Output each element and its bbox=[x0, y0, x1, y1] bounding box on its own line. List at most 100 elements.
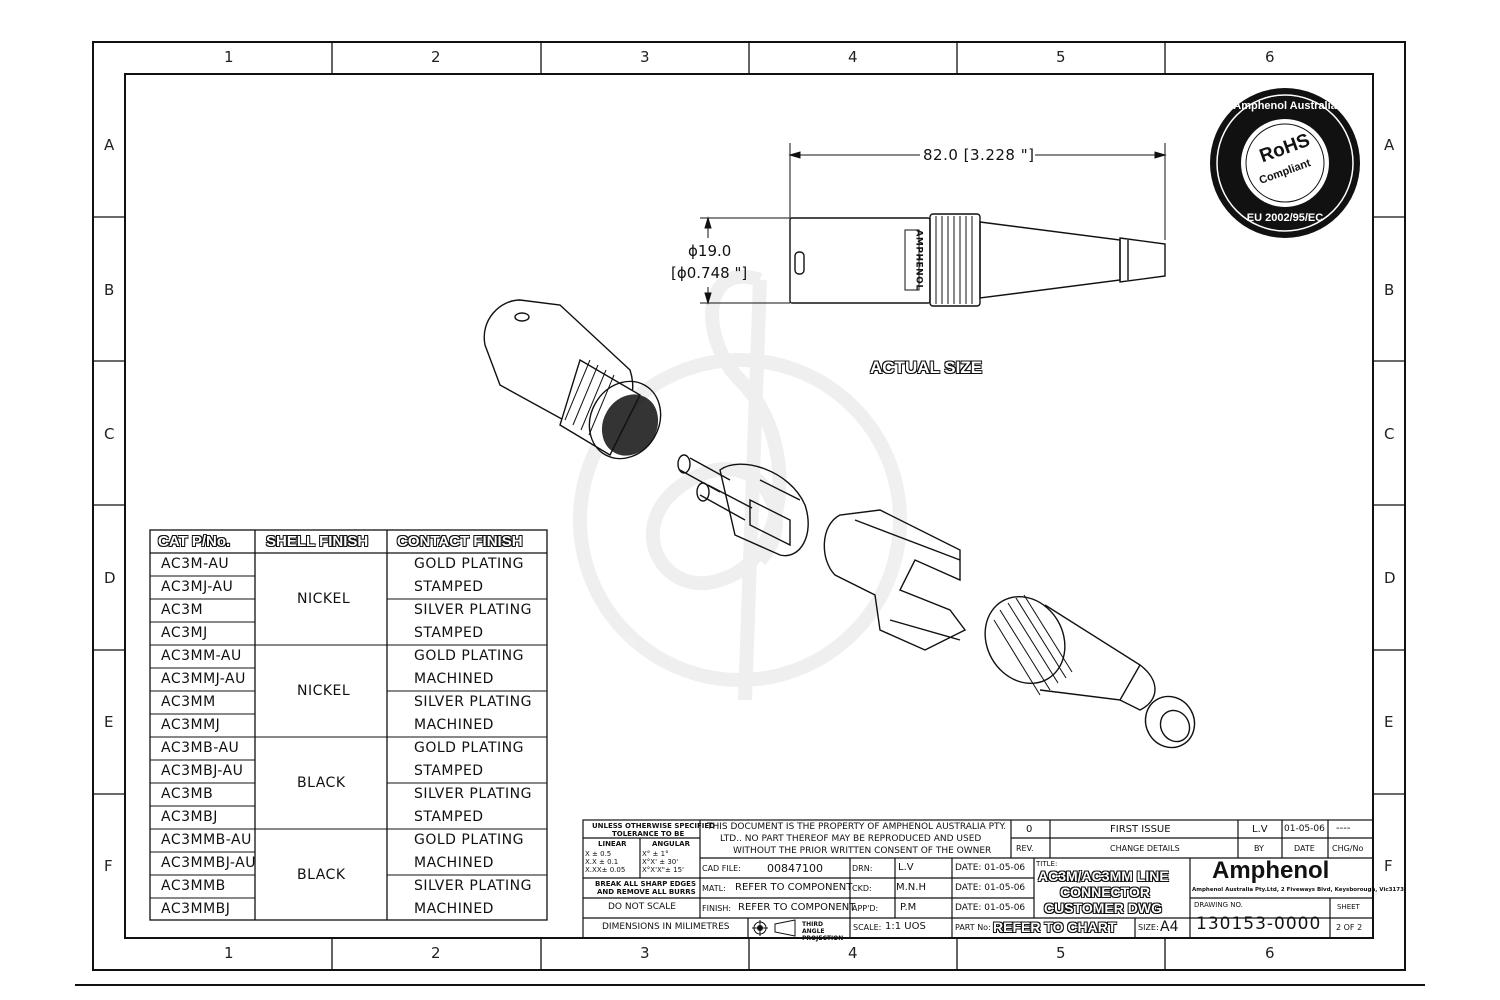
contact-finish-cell: GOLD PLATING bbox=[414, 648, 524, 664]
zone-col-6-bottom: 6 bbox=[1265, 944, 1275, 962]
drn-label: DRN: bbox=[852, 864, 873, 873]
part-no-label: PART No: bbox=[955, 923, 991, 932]
part-number-cell: AC3MMBJ bbox=[161, 901, 231, 917]
change-details: CHANGE DETAILS bbox=[1110, 844, 1180, 853]
date-label: DATE bbox=[1294, 844, 1315, 853]
shell-finish-cell: BLACK bbox=[297, 775, 346, 791]
by-label: BY bbox=[1254, 844, 1264, 853]
zone-row-d-right: D bbox=[1384, 569, 1396, 587]
title-block-grid bbox=[582, 819, 1374, 939]
part-number-cell: AC3MM-AU bbox=[161, 648, 242, 664]
date-value: 01-05-06 bbox=[1284, 824, 1325, 834]
date-ckd: DATE: 01-05-06 bbox=[955, 883, 1026, 893]
contact-finish-cell: SILVER PLATING bbox=[414, 878, 532, 894]
company-logo: Amphenol bbox=[1212, 857, 1330, 884]
zone-row-c-left: C bbox=[104, 425, 115, 443]
title-line-2: CONNECTOR bbox=[1060, 884, 1150, 900]
zone-row-c-right: C bbox=[1384, 425, 1395, 443]
contact-finish-cell: SILVER PLATING bbox=[414, 694, 532, 710]
tol-angular-2: X°X' ± 30' bbox=[642, 858, 679, 866]
sheet: 2 OF 2 bbox=[1336, 923, 1363, 932]
table-header-cat: CAT P/No. bbox=[158, 533, 231, 550]
part-number-cell: AC3MMJ-AU bbox=[161, 671, 246, 687]
tol-linear-3: X.XX± 0.05 bbox=[585, 866, 626, 874]
chg-value: ---- bbox=[1336, 823, 1351, 834]
do-not-scale: DO NOT SCALE bbox=[608, 902, 676, 912]
part-number-cell: AC3MJ bbox=[161, 625, 208, 641]
table-header-shell: SHELL FINISH bbox=[266, 533, 369, 550]
rohs-seal bbox=[1210, 88, 1360, 238]
size: A4 bbox=[1160, 919, 1179, 935]
contact-finish-cell: GOLD PLATING bbox=[414, 832, 524, 848]
tol-angular-3: X°X'X"± 15' bbox=[642, 866, 684, 874]
part-number-cell: AC3MMBJ-AU bbox=[161, 855, 256, 871]
zone-col-4-bottom: 4 bbox=[848, 944, 858, 962]
zone-row-e-right: E bbox=[1384, 713, 1394, 731]
length-dimension bbox=[788, 143, 1167, 240]
finish-label: FINISH: bbox=[702, 904, 732, 913]
tol-linear-1: X ± 0.5 bbox=[585, 850, 612, 858]
connector-brand-mark: AMPHENOL bbox=[913, 229, 924, 291]
parts-table-grid bbox=[149, 529, 548, 921]
part-number-cell: AC3MJ-AU bbox=[161, 579, 234, 595]
appd: P.M bbox=[900, 902, 917, 913]
zone-col-1-top: 1 bbox=[224, 48, 234, 66]
watermark-clef bbox=[573, 270, 907, 701]
matl-label: MATL: bbox=[702, 884, 726, 893]
ckd-label: CKD: bbox=[852, 884, 872, 893]
diameter-mm-label: ϕ19.0 bbox=[688, 242, 732, 260]
drn: L.V bbox=[898, 862, 914, 873]
contact-finish-cell: STAMPED bbox=[414, 809, 484, 825]
zone-col-3-top: 3 bbox=[640, 48, 650, 66]
ckd: M.N.H bbox=[896, 882, 926, 893]
first-issue: FIRST ISSUE bbox=[1110, 824, 1171, 835]
table-header-contact: CONTACT FINISH bbox=[397, 533, 523, 550]
size-label: SIZE: bbox=[1138, 923, 1159, 932]
exploded-housing bbox=[483, 299, 662, 460]
projection-label: THIRD ANGLE PROJECTION bbox=[802, 921, 844, 942]
contact-finish-cell: MACHINED bbox=[414, 671, 494, 687]
actual-size-label: ACTUAL SIZE bbox=[870, 358, 983, 377]
matl: REFER TO COMPONENT bbox=[735, 882, 853, 893]
break-edges1: BREAK ALL SHARP EDGES bbox=[595, 880, 696, 888]
zone-col-3-bottom: 3 bbox=[640, 944, 650, 962]
part-number-cell: AC3MMJ bbox=[161, 717, 221, 733]
sheet-label: SHEET bbox=[1337, 903, 1360, 911]
part-number-cell: AC3M bbox=[161, 602, 204, 618]
date-drn: DATE: 01-05-06 bbox=[955, 863, 1026, 873]
zone-col-2-top: 2 bbox=[431, 48, 441, 66]
title-label: TITLE: bbox=[1036, 860, 1058, 868]
drawing-no-label: DRAWING NO. bbox=[1194, 901, 1243, 909]
shell-finish-cell: BLACK bbox=[297, 867, 346, 883]
rohs-seal-top: Amphenol Australia bbox=[1233, 100, 1337, 112]
tol-linear-2: X.X ± 0.1 bbox=[585, 858, 619, 866]
part-number-cell: AC3MBJ-AU bbox=[161, 763, 244, 779]
zone-row-a-right: A bbox=[1384, 136, 1395, 154]
exploded-clamp bbox=[823, 509, 967, 651]
cad-file: 00847100 bbox=[767, 862, 823, 875]
cad-file-label: CAD FILE: bbox=[702, 864, 741, 873]
appd-label: APP'D: bbox=[852, 904, 879, 913]
shell-finish-cell: NICKEL bbox=[297, 683, 351, 699]
chg-label: CHG/No bbox=[1332, 844, 1364, 853]
tol-linear: LINEAR bbox=[598, 840, 627, 848]
company-address: Amphenol Australia Pty.Ltd, 2 Fiveways B… bbox=[1192, 887, 1404, 893]
property-note-3: WITHOUT THE PRIOR WRITTEN CONSENT OF THE… bbox=[733, 846, 992, 856]
contact-finish-cell: STAMPED bbox=[414, 625, 484, 641]
contact-finish-cell: GOLD PLATING bbox=[414, 556, 524, 572]
zone-col-4-top: 4 bbox=[848, 48, 858, 66]
contact-finish-cell: MACHINED bbox=[414, 717, 494, 733]
rev-label: REV. bbox=[1016, 844, 1034, 853]
zone-col-5-bottom: 5 bbox=[1056, 944, 1066, 962]
by-value: L.V bbox=[1252, 824, 1268, 835]
part-number-cell: AC3MMB-AU bbox=[161, 832, 252, 848]
contact-finish-cell: GOLD PLATING bbox=[414, 740, 524, 756]
property-note-2: LTD.. NO PART THEREOF MAY BE REPRODUCED … bbox=[720, 834, 982, 844]
drawing-no: 130153-0000 bbox=[1196, 914, 1322, 934]
exploded-insert bbox=[677, 454, 809, 557]
rohs-seal-bottom: EU 2002/95/EC bbox=[1246, 212, 1324, 224]
zone-row-b-left: B bbox=[104, 281, 115, 299]
contact-finish-cell: STAMPED bbox=[414, 763, 484, 779]
zone-row-b-right: B bbox=[1384, 281, 1395, 299]
